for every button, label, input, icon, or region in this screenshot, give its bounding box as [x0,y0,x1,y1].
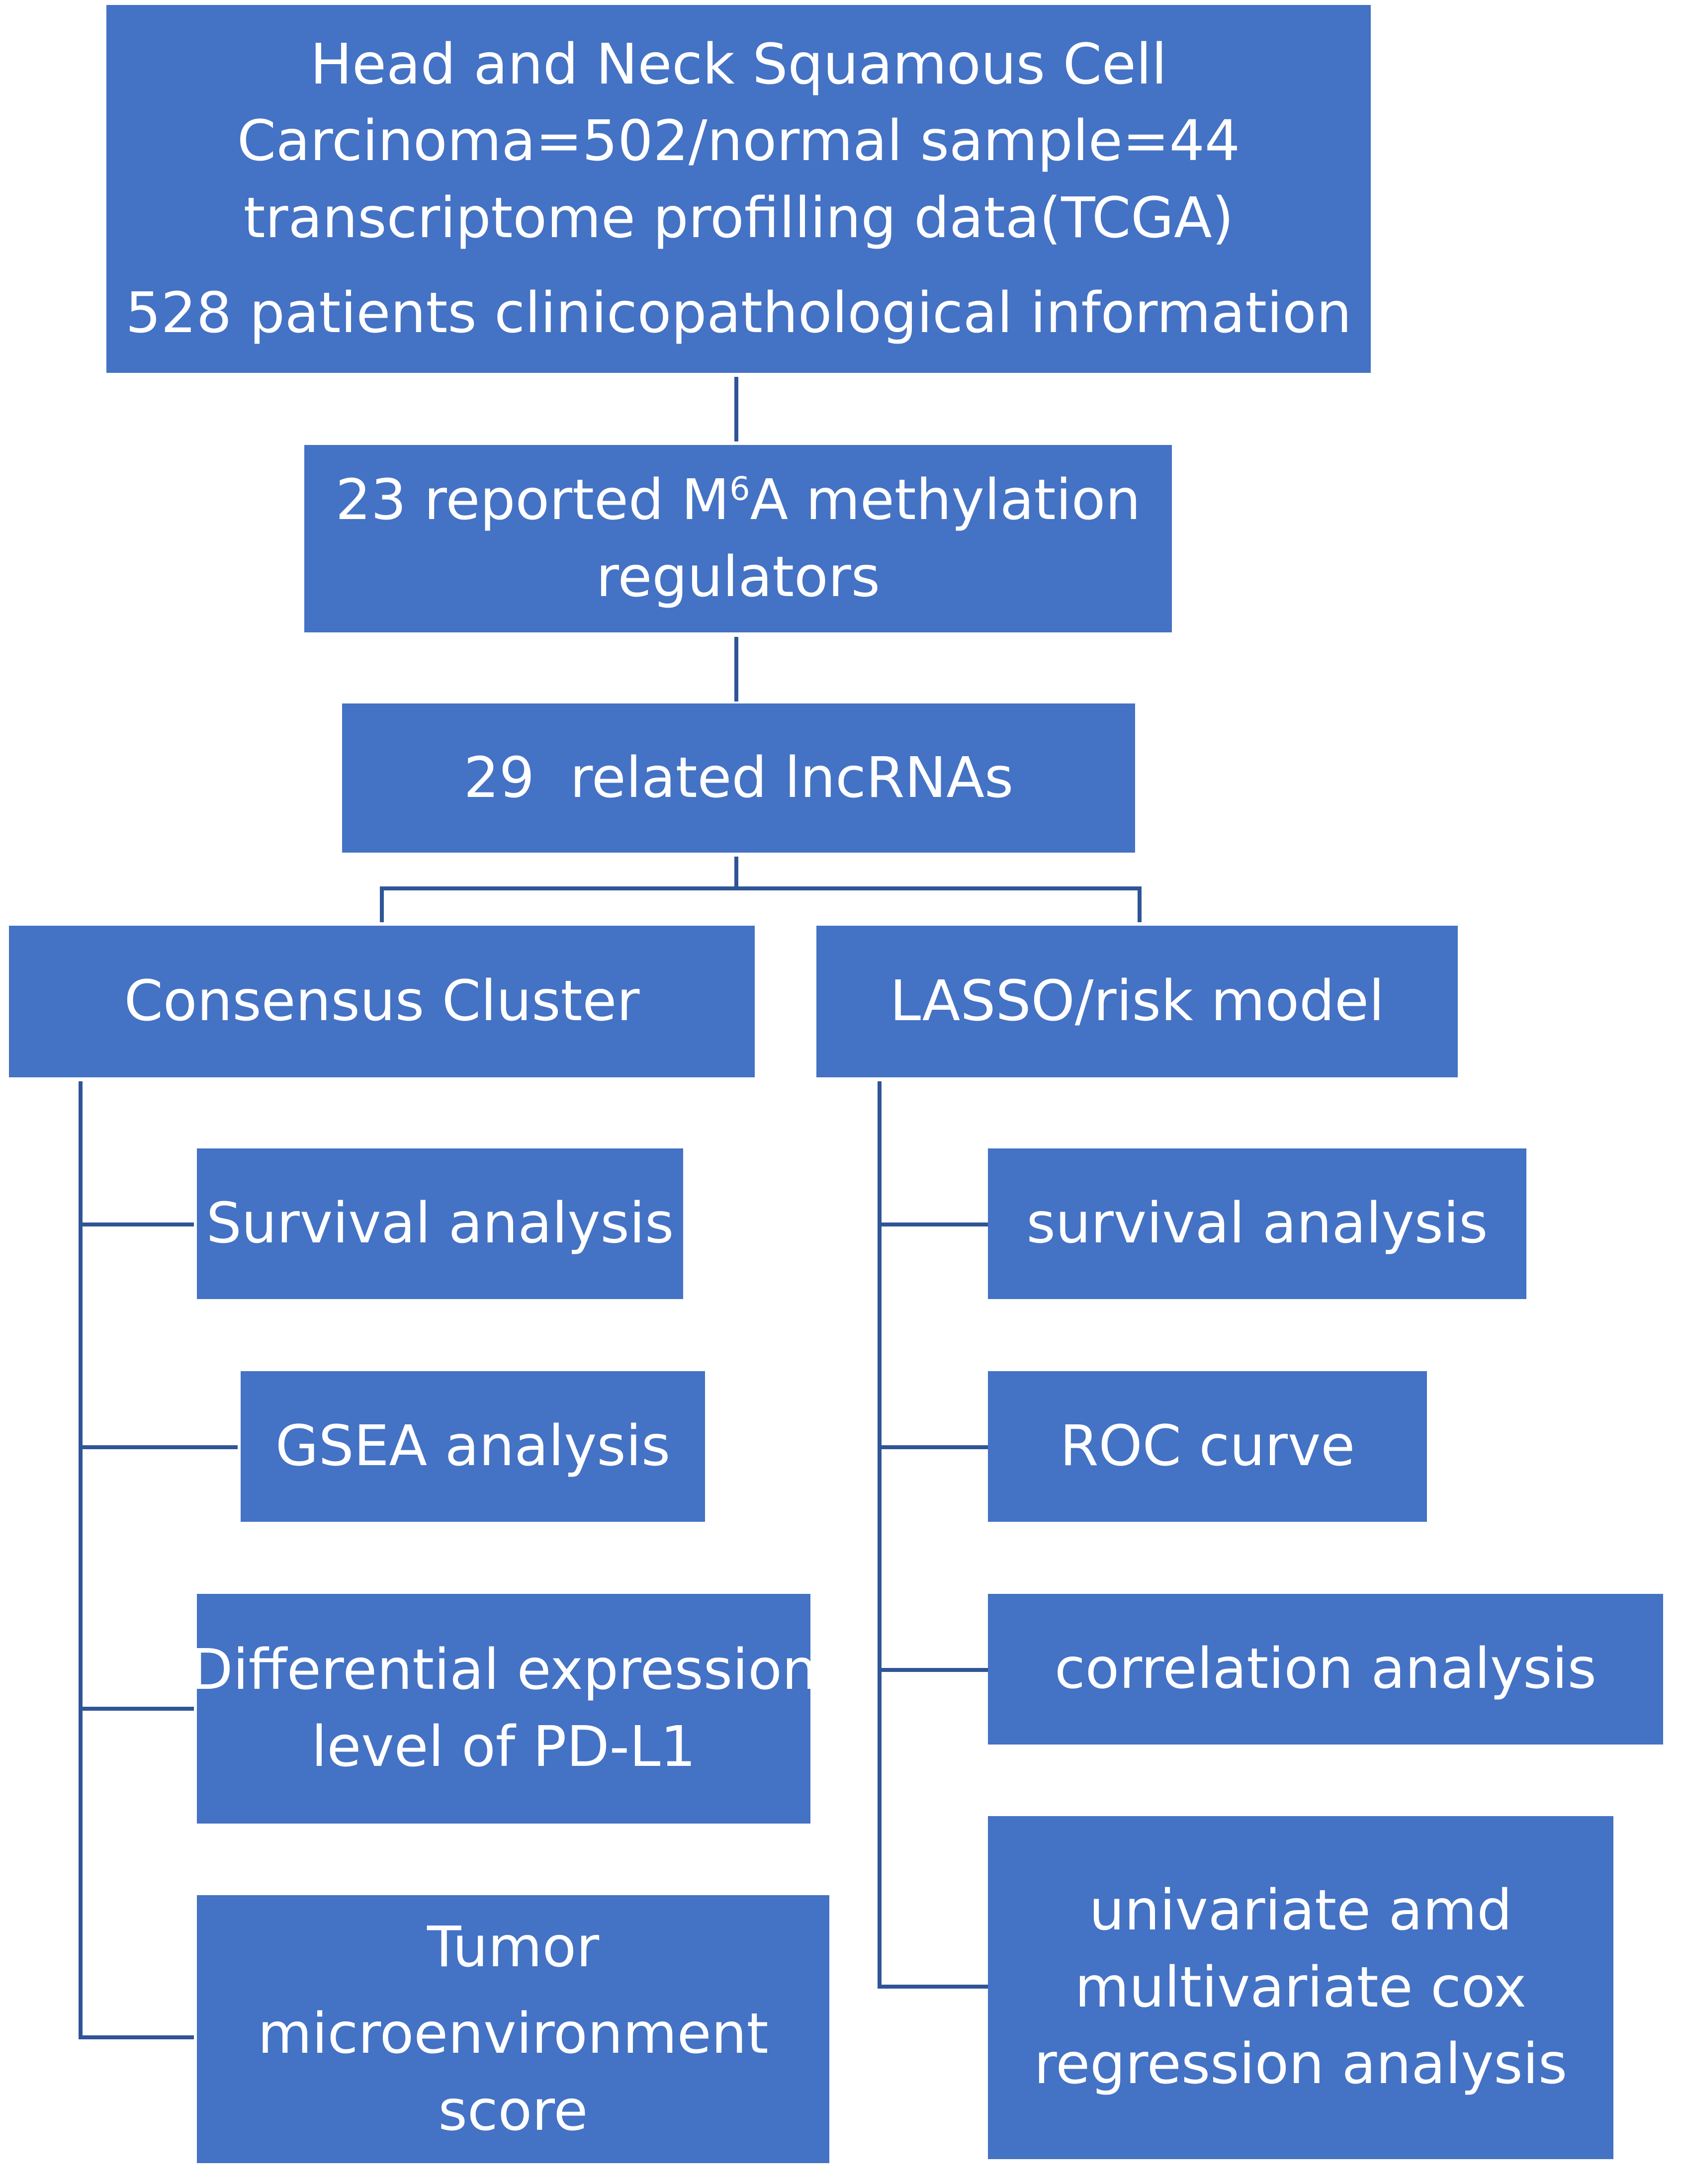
connector-lasso-roc [878,1445,988,1449]
regulators-superscript: 6 [729,470,750,508]
lasso-risk-model-box: LASSO/risk model [816,926,1458,1077]
pdl1-expression-box: Differential expression level of PD-L1 [190,1594,817,1824]
correlation-analysis-label: correlation analysis [1054,1637,1597,1702]
lasso-survival-analysis-label: survival analysis [1026,1191,1488,1256]
cox-line-2: multivariate cox [1074,1955,1527,2020]
pdl1-line-2: level of PD-L1 [311,1715,696,1779]
source-line-2: Carcinoma=502/normal sample=44 [237,109,1240,174]
source-line-3: transcriptome profilling data(TCGA) [243,186,1234,251]
consensus-cluster-label: Consensus Cluster [124,969,640,1034]
lasso-risk-model-label: LASSO/risk model [889,969,1385,1034]
connector-branch-right-drop [1138,886,1142,922]
lncrnas-label: 29 related lncRNAs [463,745,1014,810]
pdl1-line-1: Differential expression [190,1638,817,1703]
connector-source-to-regulators [734,377,738,441]
gsea-analysis-label: GSEA analysis [275,1414,671,1479]
regulators-line-1: 23 reported M6A methylation [336,462,1141,539]
cox-line-3: regression analysis [1034,2032,1568,2097]
consensus-cluster-box: Consensus Cluster [9,926,755,1077]
connector-consensus-tme [79,2035,194,2039]
m6a-regulators-box: 23 reported M6A methylation regulators [304,445,1172,632]
connector-regulators-to-lncrnas [734,637,738,701]
connector-consensus-gsea [79,1445,238,1449]
tme-line-3: score [438,2078,588,2143]
gsea-analysis-box: GSEA analysis [241,1371,705,1522]
connector-consensus-spine [79,1081,83,2039]
lncrnas-box: 29 related lncRNAs [342,703,1135,853]
connector-consensus-survival [79,1223,194,1226]
regulators-suffix: A methylation [750,467,1141,532]
regulators-prefix: 23 reported M [335,467,730,532]
lasso-survival-analysis-box: survival analysis [988,1148,1526,1299]
connector-lasso-correlation [878,1668,988,1672]
tme-line-2: microenvironment [258,2002,769,2067]
connector-lasso-survival [878,1223,988,1226]
connector-branch-left-drop [380,886,384,922]
source-line-1: Head and Neck Squamous Cell [310,32,1167,97]
tumor-microenvironment-score-box: Tumor microenvironment score [197,1895,829,2163]
regulators-line-2: regulators [596,544,881,610]
tme-line-1: Tumor [427,1915,600,1980]
connector-lasso-spine [878,1081,882,1989]
roc-curve-label: ROC curve [1060,1414,1355,1479]
connector-consensus-pdl1 [79,1707,194,1711]
source-line-4: 528 patients clinicopathological informa… [125,280,1352,346]
connector-lncrnas-stem [734,857,738,889]
cox-line-1: univariate amd [1089,1878,1512,1943]
correlation-analysis-box: correlation analysis [988,1594,1663,1745]
source-data-box: Head and Neck Squamous Cell Carcinoma=50… [106,5,1371,373]
consensus-survival-analysis-box: Survival analysis [197,1148,683,1299]
connector-lasso-cox [878,1985,988,1989]
consensus-survival-analysis-label: Survival analysis [206,1191,674,1256]
connector-branch-horizontal [380,886,1142,890]
roc-curve-box: ROC curve [988,1371,1427,1522]
cox-regression-analysis-box: univariate amd multivariate cox regressi… [988,1816,1613,2159]
